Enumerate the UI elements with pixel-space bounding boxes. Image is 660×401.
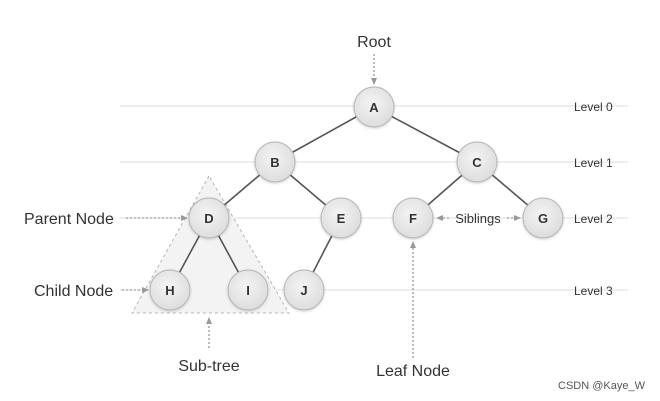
- level-1-label: Level 1: [574, 156, 613, 170]
- node-i: I: [227, 269, 269, 311]
- siblings-label: Siblings: [455, 211, 501, 226]
- level-3-label: Level 3: [574, 284, 613, 298]
- root-label: Root: [357, 34, 391, 51]
- node-i-label: I: [246, 283, 250, 298]
- node-f: F: [392, 197, 434, 239]
- node-a-label: A: [369, 100, 379, 115]
- node-c: C: [456, 141, 498, 183]
- node-a: A: [353, 86, 395, 128]
- node-h-label: H: [165, 283, 174, 298]
- level-2-label: Level 2: [574, 212, 613, 226]
- node-g: G: [522, 197, 564, 239]
- child-node-label: Child Node: [34, 283, 113, 300]
- leaf-node-label: Leaf Node: [376, 363, 450, 380]
- node-e: E: [320, 197, 362, 239]
- node-d: D: [188, 197, 230, 239]
- node-d-label: D: [204, 211, 213, 226]
- level-0-label: Level 0: [574, 100, 613, 114]
- node-j: J: [283, 269, 325, 311]
- sub-tree-label: Sub-tree: [178, 358, 239, 375]
- node-e-label: E: [337, 211, 346, 226]
- node-b: B: [254, 141, 296, 183]
- node-f-label: F: [409, 211, 417, 226]
- node-g-label: G: [538, 211, 548, 226]
- node-c-label: C: [472, 155, 482, 170]
- watermark-text: CSDN @Kaye_W: [558, 380, 646, 392]
- parent-node-label: Parent Node: [24, 211, 114, 228]
- node-h: H: [149, 269, 191, 311]
- node-j-label: J: [300, 283, 307, 298]
- node-b-label: B: [270, 155, 279, 170]
